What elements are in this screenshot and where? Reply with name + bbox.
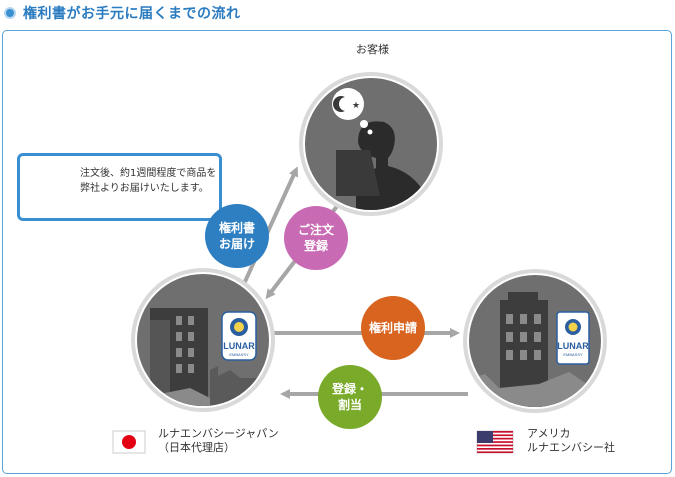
logo-text-japan: LUNAR [223, 341, 255, 351]
customer-node: ★ [299, 72, 443, 216]
bullet-icon [4, 7, 16, 19]
japan-node: LUNAR EMBASSY [131, 268, 275, 412]
step-order: ご注文 登録 [284, 206, 348, 270]
svg-text:★: ★ [352, 101, 360, 111]
page-title: 権利書がお手元に届くまでの流れ [23, 6, 241, 22]
usa-label-line1: アメリカ [527, 427, 571, 440]
step-register-label: 登録・ 割当 [331, 382, 368, 412]
step-apply: 権利申請 [361, 296, 425, 360]
section-header: 権利書がお手元に届くまでの流れ [4, 4, 241, 22]
usa-flag-icon [476, 430, 514, 454]
step-deliver-label: 権利書 お届け [218, 221, 255, 251]
usa-label-line2: ルナエンバシー社 [527, 441, 615, 454]
japan-label-line2: （日本代理店） [158, 441, 235, 454]
step-deliver: 権利書 お届け [205, 204, 269, 268]
delivery-note: 注文後、約1週間程度で商品を弊社よりお届けいたします。 [17, 153, 222, 221]
logo-subtext-japan: EMBASSY [229, 352, 249, 357]
usa-label: アメリカ ルナエンバシー社 [527, 427, 615, 455]
japan-label: ルナエンバシージャパン （日本代理店） [158, 427, 279, 455]
logo-subtext-usa: EMBASSY [563, 352, 583, 357]
arrow-japan-to-customer [241, 166, 299, 287]
lunar-logo-icon-usa [556, 311, 590, 365]
step-register: 登録・ 割当 [318, 365, 382, 429]
step-apply-label: 権利申請 [368, 321, 417, 335]
step-order-label: ご注文 登録 [297, 223, 334, 253]
logo-text-usa: LUNAR [557, 341, 589, 351]
japan-flag-icon [112, 430, 146, 454]
usa-node: LUNAR EMBASSY [463, 269, 607, 413]
diagram-frame [2, 30, 672, 474]
japan-label-line1: ルナエンバシージャパン [158, 427, 279, 440]
customer-label: お客様 [356, 43, 389, 56]
delivery-note-text: 注文後、約1週間程度で商品を弊社よりお届けいたします。 [80, 168, 217, 194]
